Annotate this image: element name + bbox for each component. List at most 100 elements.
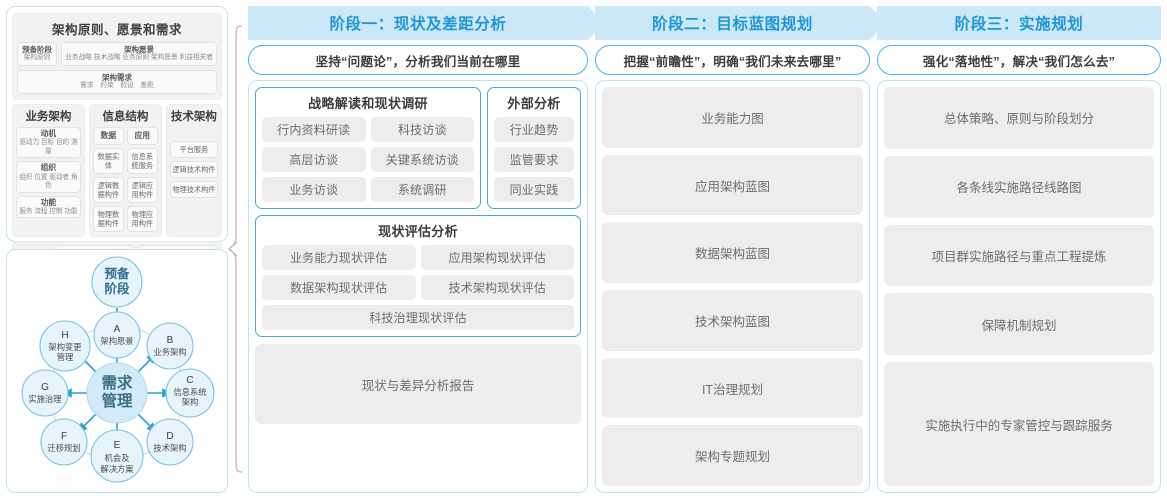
blueprint-item[interactable]: 技术架构蓝图 xyxy=(602,290,863,351)
svg-text:E: E xyxy=(114,440,121,451)
svg-text:迁移规划: 迁移规划 xyxy=(47,443,80,453)
adm-node-b xyxy=(146,322,194,370)
function-sub: 功能 服务 流程 控制 功能 xyxy=(16,195,81,219)
phase-1-banner-label: 阶段一：现状及差距分析 xyxy=(329,16,507,33)
phase-2-subtitle: 把握“前瞻性”，明确“我们未来去哪里” xyxy=(595,45,870,75)
adm-cycle-diagram: 需求 管理 预备 阶段 A 架构愿景 B 业务架构 C 信息系统 架构 xyxy=(21,256,215,483)
implementation-item[interactable]: 实施执行中的专家管控与跟踪服务 xyxy=(884,362,1154,486)
blueprint-item[interactable]: IT治理规划 xyxy=(602,357,863,419)
togaf-content-framework-card: 架构原则、愿景和需求 预备阶段 架构原则 架构愿景 业务战略 技术战略 业务原则… xyxy=(6,6,228,375)
chip-item[interactable]: 技术架构现状评估 xyxy=(420,275,574,300)
svg-text:机会及: 机会及 xyxy=(105,453,130,463)
prelim-cell: 预备阶段 架构原则 xyxy=(17,42,58,67)
adm-node-a xyxy=(93,311,141,359)
phase-3: 阶段三：实施规划 强化“落地性”，解决“我们怎么去” 总体策略、原则与阶段划分 … xyxy=(877,6,1161,493)
vision-title: 架构愿景 xyxy=(124,45,155,54)
implementation-item[interactable]: 总体策略、原则与阶段划分 xyxy=(884,87,1154,149)
data-subcolumn: 数据 数据实体 逻辑数据构件 物理数据构件 xyxy=(92,127,124,232)
business-architecture-heading: 业务架构 xyxy=(25,111,72,124)
adm-node-e xyxy=(90,429,144,483)
business-architecture-column: 业务架构 动机 驱动力 目标 目的 测量 组织 组织 位置 驱动者 角色 功能 … xyxy=(12,104,85,237)
phase-2-body: 业务能力图 应用架构蓝图 数据架构蓝图 技术架构蓝图 IT治理规划 架构专题规划 xyxy=(595,80,870,493)
adm-center-line1: 需求 xyxy=(101,373,133,392)
chip-item[interactable]: 数据架构现状评估 xyxy=(262,275,416,300)
chip-item[interactable]: 科技治理现状评估 xyxy=(262,305,574,330)
phase-1: 阶段一：现状及差距分析 坚持“问题论”，分析我们当前在哪里 战略解读和现状调研 … xyxy=(248,6,604,493)
phase-3-banner[interactable]: 阶段三：实施规划 xyxy=(877,6,1161,40)
svg-text:D: D xyxy=(166,431,173,442)
technology-architecture-column: 技术架构 平台服务 逻辑技术构件 物理技术构件 xyxy=(165,104,222,237)
svg-text:A: A xyxy=(114,324,121,335)
adm-cycle-card: 需求 管理 预备 阶段 A 架构愿景 B 业务架构 C 信息系统 架构 xyxy=(6,249,228,493)
requirements-title: 架构需求 xyxy=(102,73,132,83)
chip-item[interactable]: 业务访谈 xyxy=(262,177,366,202)
organization-sub: 组织 组织 位置 驱动者 角色 xyxy=(16,161,81,193)
phase-3-subtitle: 强化“落地性”，解决“我们怎么去” xyxy=(877,45,1161,75)
chip-item[interactable]: 应用架构现状评估 xyxy=(420,245,574,270)
assessment-title: 现状评估分析 xyxy=(378,224,458,239)
svg-text:H: H xyxy=(61,330,68,341)
chip-item[interactable]: 行内资料研读 xyxy=(262,117,366,142)
svg-text:解决方案: 解决方案 xyxy=(100,464,134,474)
phase-1-report-card[interactable]: 现状与差异分析报告 xyxy=(255,344,581,424)
prelim-title: 预备阶段 xyxy=(22,45,53,54)
svg-text:预备: 预备 xyxy=(104,266,130,281)
external-analysis-group: 外部分析 行业趋势 监管要求 同业实践 xyxy=(487,87,581,209)
requirements-cell: 架构需求 需求 约束 假设 差距 xyxy=(17,70,217,95)
chip-item[interactable]: 高层访谈 xyxy=(262,147,366,172)
chip-item[interactable]: 系统调研 xyxy=(370,177,474,202)
current-state-assessment-group: 现状评估分析 业务能力现状评估 应用架构现状评估 数据架构现状评估 技术架构现状… xyxy=(255,215,581,337)
svg-text:信息系统: 信息系统 xyxy=(173,387,206,397)
implementation-item[interactable]: 保障机制规划 xyxy=(884,293,1154,356)
blueprint-item[interactable]: 架构专题规划 xyxy=(602,425,863,487)
prelim-sub: 架构原则 xyxy=(23,54,51,62)
svg-text:G: G xyxy=(41,382,49,393)
external-analysis-title: 外部分析 xyxy=(507,96,561,111)
phase-2-banner-label: 阶段二：目标蓝图规划 xyxy=(651,16,813,33)
implementation-item[interactable]: 各条线实施路径线路图 xyxy=(884,155,1154,218)
svg-text:C: C xyxy=(186,375,193,386)
chip-item[interactable]: 业务能力现状评估 xyxy=(262,245,416,270)
left-column: 架构原则、愿景和需求 预备阶段 架构原则 架构愿景 业务战略 技术战略 业务原则… xyxy=(6,6,228,493)
implementation-item[interactable]: 项目群实施路径与重点工程提炼 xyxy=(884,224,1154,287)
phase-3-banner-label: 阶段三：实施规划 xyxy=(954,16,1084,33)
phase-3-body: 总体策略、原则与阶段划分 各条线实施路径线路图 项目群实施路径与重点工程提炼 保… xyxy=(877,80,1161,493)
vision-cell: 架构愿景 业务战略 技术战略 业务原则 架构愿景 利益相关者 xyxy=(61,42,217,67)
top-block-title: 架构原则、愿景和需求 xyxy=(51,23,182,37)
chip-item[interactable]: 关键系统访谈 xyxy=(370,147,474,172)
adm-node-g xyxy=(21,369,69,417)
chip-item[interactable]: 科技访谈 xyxy=(370,117,474,142)
motivation-sub: 动机 驱动力 目标 目的 测量 xyxy=(16,127,81,159)
phase-1-subtitle: 坚持“问题论”，分析我们当前在哪里 xyxy=(248,45,588,75)
requirements-sub: 需求 约束 假设 差距 xyxy=(80,82,154,90)
svg-text:B: B xyxy=(167,335,174,346)
blueprint-item[interactable]: 应用架构蓝图 xyxy=(602,154,863,216)
domain-columns: 业务架构 动机 驱动力 目标 目的 测量 组织 组织 位置 驱动者 角色 功能 … xyxy=(12,104,222,237)
phase-2-chevron-icon xyxy=(870,6,886,40)
svg-text:实施治理: 实施治理 xyxy=(28,394,62,404)
svg-text:架构: 架构 xyxy=(182,397,199,407)
svg-text:F: F xyxy=(61,431,67,442)
strategy-research-group: 战略解读和现状调研 行内资料研读 科技访谈 高层访谈 关键系统访谈 业务访谈 系… xyxy=(255,87,481,209)
phase-1-body: 战略解读和现状调研 行内资料研读 科技访谈 高层访谈 关键系统访谈 业务访谈 系… xyxy=(248,80,588,493)
chip-item[interactable]: 同业实践 xyxy=(494,177,574,202)
adm-node-c xyxy=(165,368,215,418)
chip-item[interactable]: 监管要求 xyxy=(494,147,574,172)
adm-node-f xyxy=(40,418,88,466)
phase-1-banner[interactable]: 阶段一：现状及差距分析 xyxy=(248,6,604,40)
information-structure-heading: 信息结构 xyxy=(102,111,149,124)
phase-2: 阶段二：目标蓝图规划 把握“前瞻性”，明确“我们未来去哪里” 业务能力图 应用架… xyxy=(595,6,886,493)
svg-text:阶段: 阶段 xyxy=(104,281,130,296)
blueprint-item[interactable]: 数据架构蓝图 xyxy=(602,222,863,284)
chip-item[interactable]: 行业趋势 xyxy=(494,117,574,142)
blueprint-item[interactable]: 业务能力图 xyxy=(602,87,863,148)
phase-2-banner[interactable]: 阶段二：目标蓝图规划 xyxy=(595,6,886,40)
adm-node-d xyxy=(146,418,194,466)
information-structure-column: 信息结构 数据 数据实体 逻辑数据构件 物理数据构件 应用 信息系统服务 逻辑应… xyxy=(88,104,162,237)
adm-center-line2: 管理 xyxy=(101,391,133,410)
grouping-brace xyxy=(228,25,243,473)
technology-architecture-heading: 技术架构 xyxy=(170,111,217,124)
adm-node-h xyxy=(39,320,91,372)
application-subcolumn: 应用 信息系统服务 逻辑应用构件 物理应用构件 xyxy=(126,127,158,232)
